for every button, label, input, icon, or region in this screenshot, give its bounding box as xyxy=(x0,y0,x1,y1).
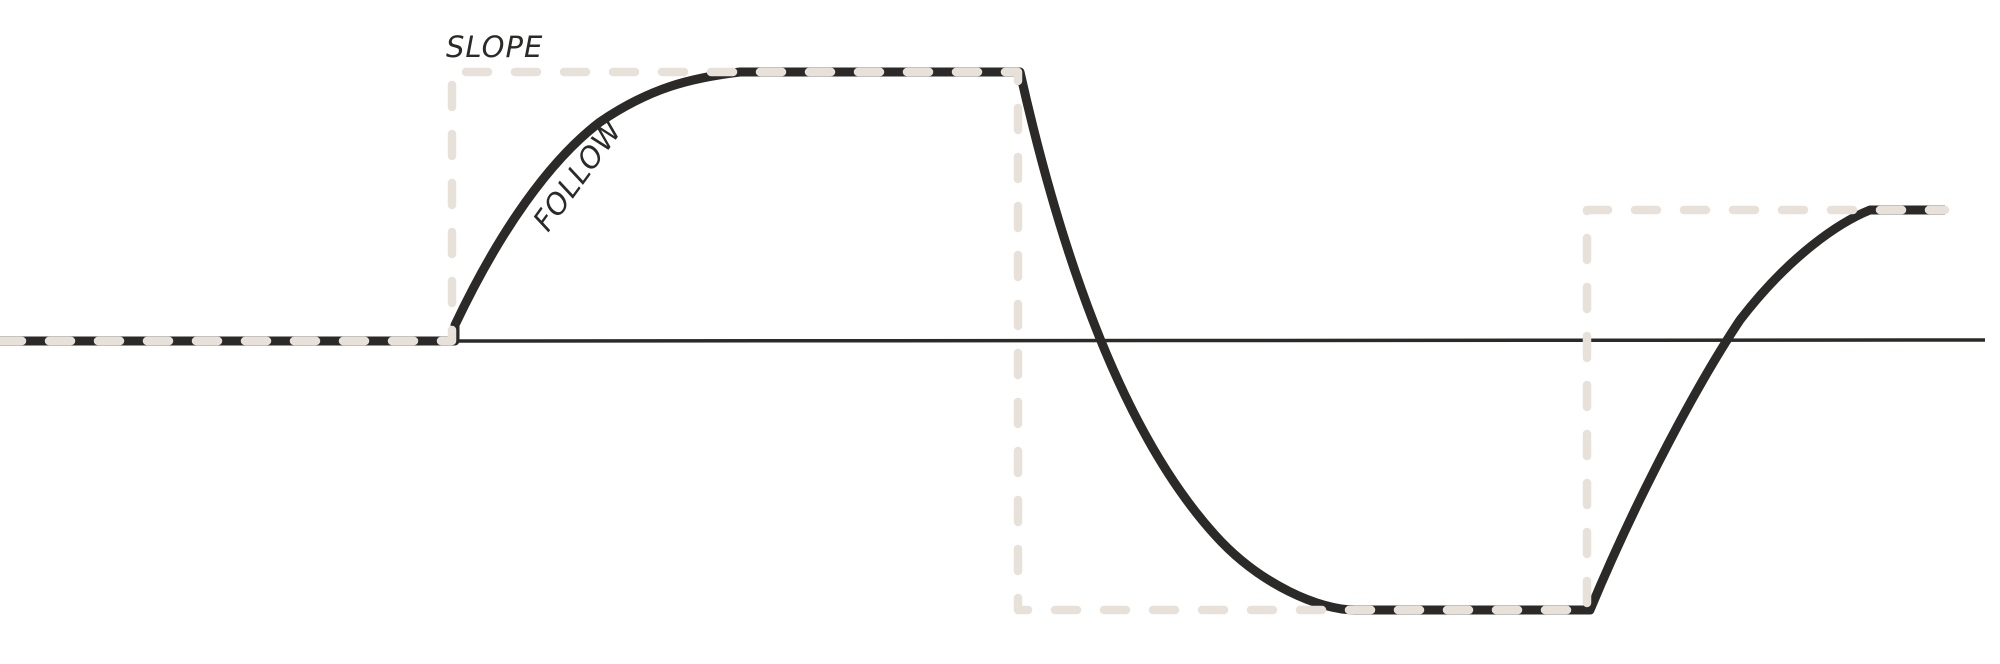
slope-label: SLOPE xyxy=(446,30,543,64)
follow-curve xyxy=(0,67,1945,615)
slope-step-line xyxy=(0,67,1950,615)
baseline-axis xyxy=(454,338,1986,343)
